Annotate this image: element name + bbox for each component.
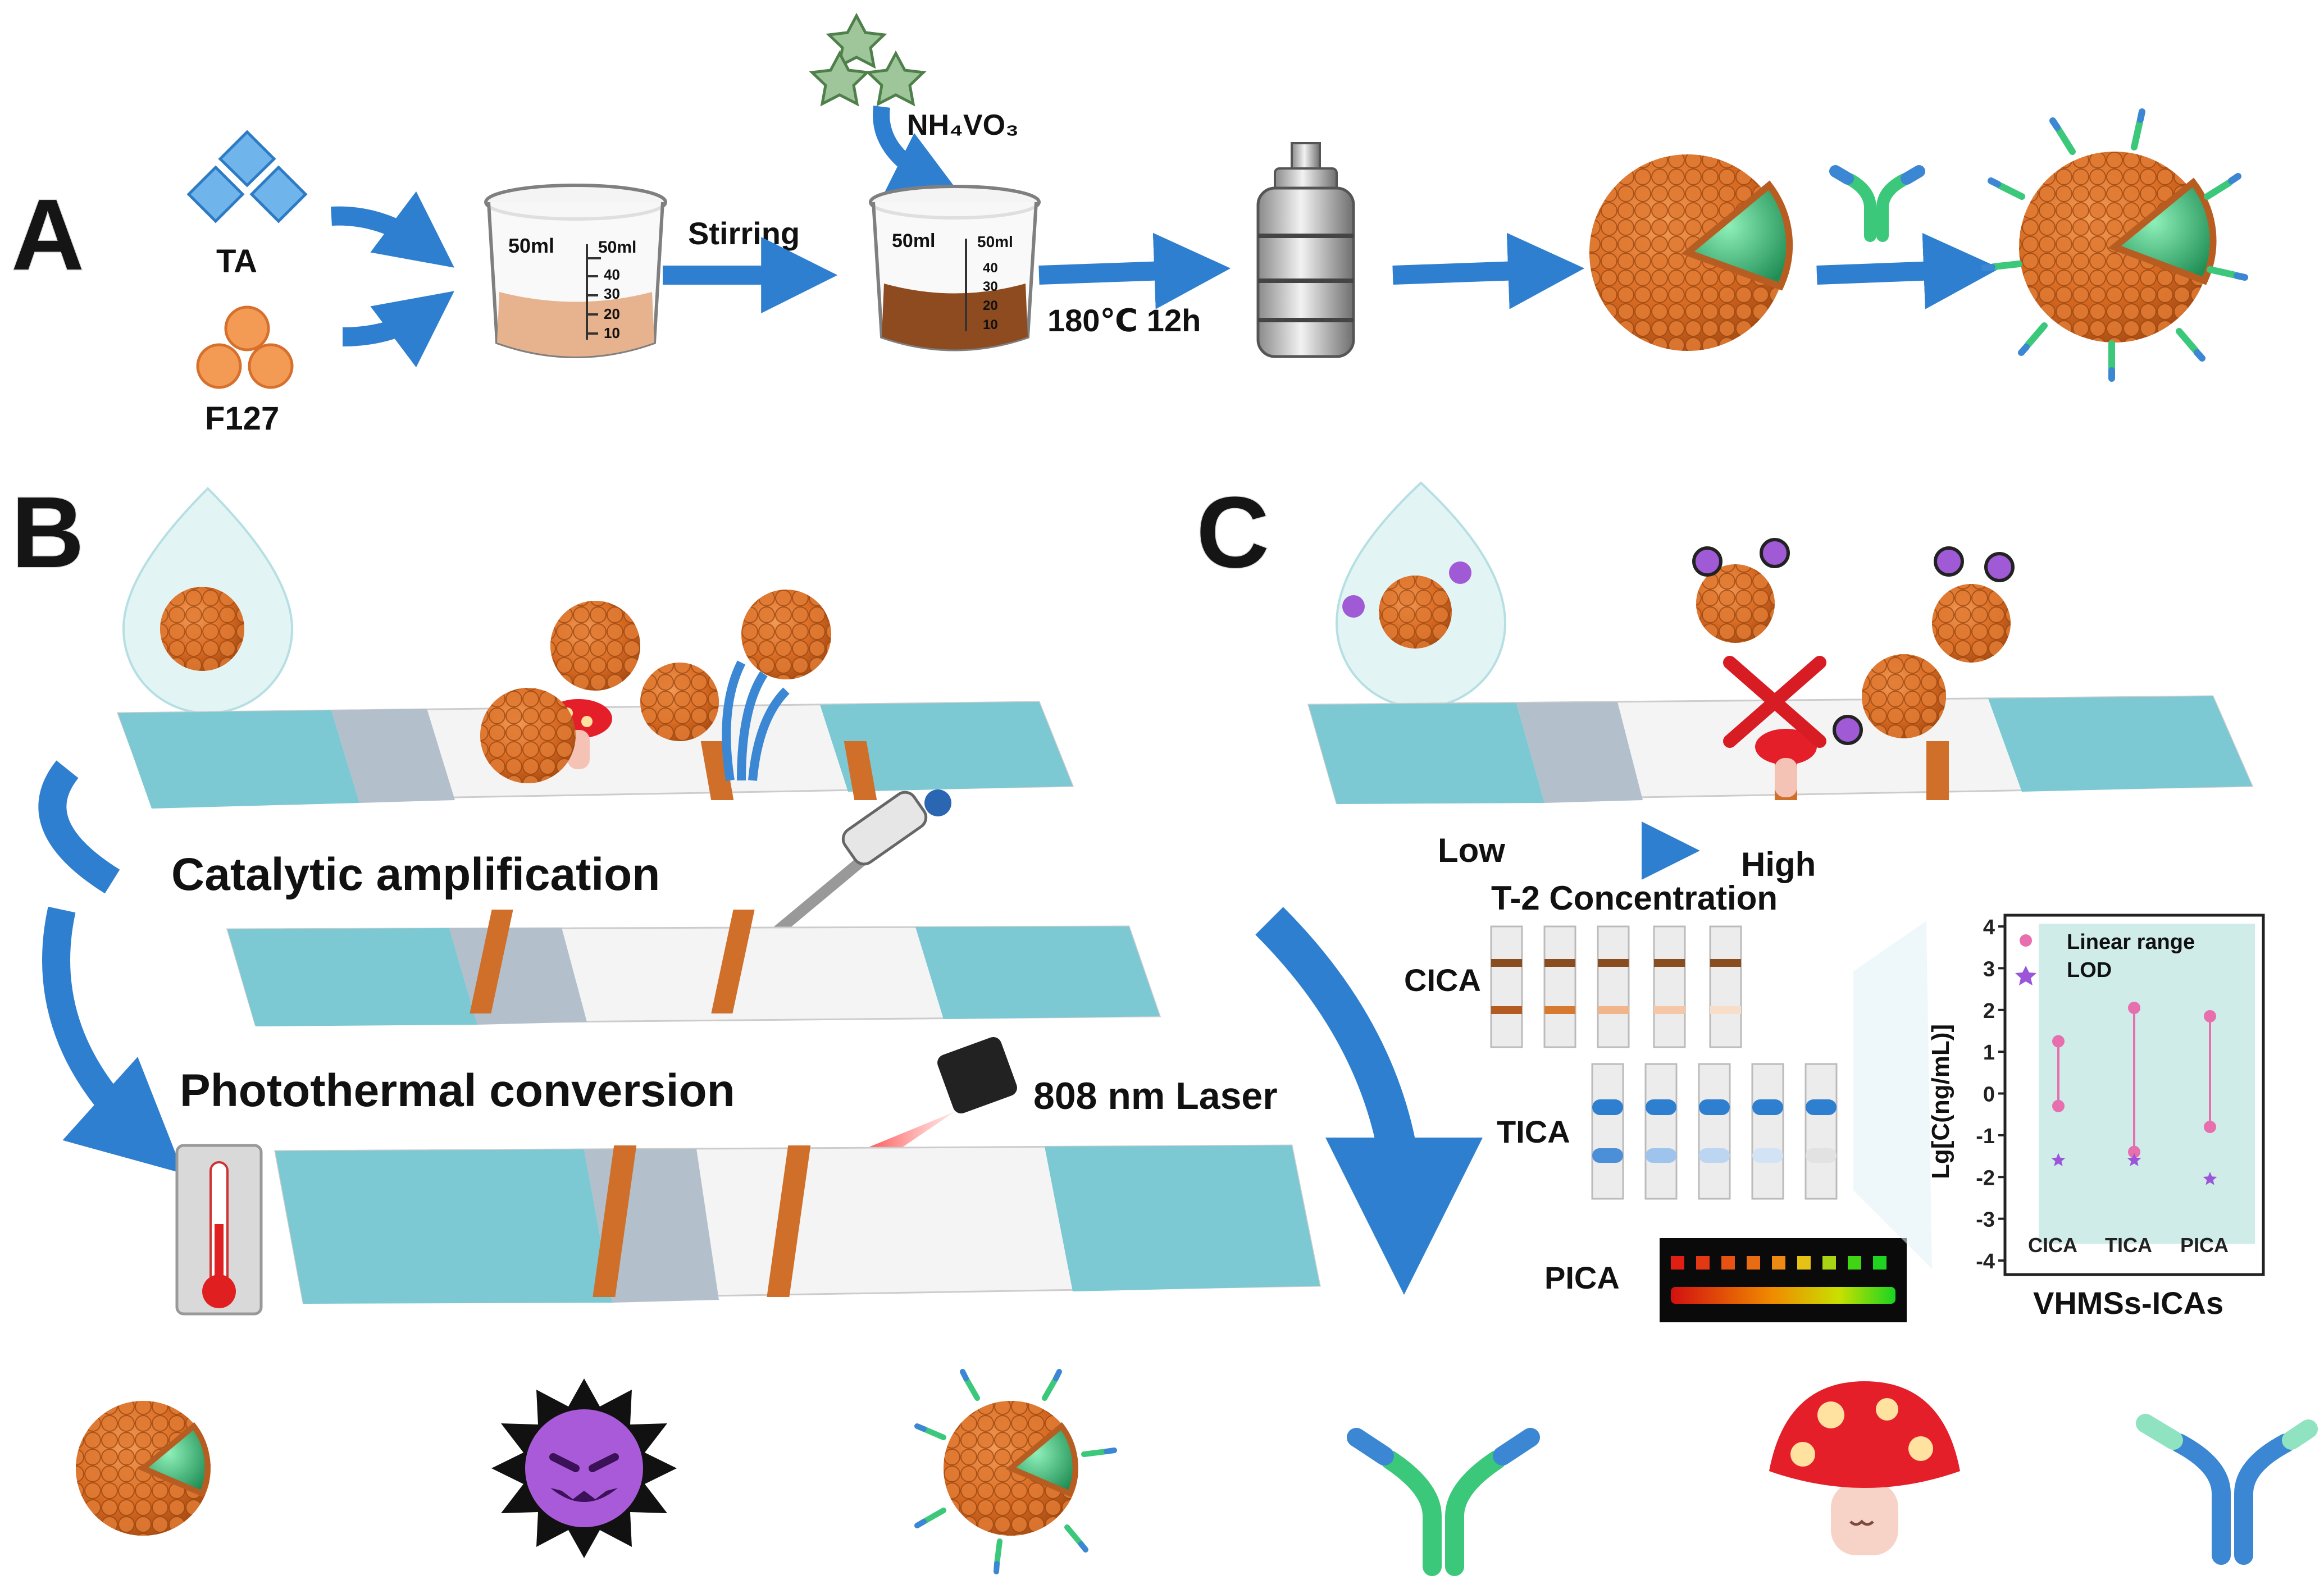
x-category-label-0: CICA [2028, 1234, 2077, 1257]
photothermal-conversion-label: Photothermal conversion [180, 1065, 735, 1116]
modified-sphere-icon [914, 1369, 1117, 1574]
reagent-arrow [873, 106, 960, 194]
chart-marks [2051, 1002, 2217, 1185]
beaker-1-tick-40: 40 [604, 266, 620, 283]
beaker-1-tick-20: 20 [604, 305, 620, 322]
beaker-2-tick-10: 10 [983, 317, 998, 332]
beaker-1-tick-30: 30 [604, 285, 620, 302]
antibody-icon [1347, 1428, 1540, 1576]
chart-ylabel: Lg[C(ng/mL)] [1927, 1024, 1954, 1179]
panel-label-b: B [11, 476, 84, 589]
y-tick-label-0: 4 [1983, 916, 1995, 939]
legend-linear-label: Linear range [2067, 930, 2195, 954]
y-tick-label-4: 0 [1983, 1083, 1995, 1107]
condition-label: 180℃ 12h [1047, 303, 1201, 338]
synthesis-arrow [1392, 232, 1585, 309]
pica-heat-strip [1660, 1238, 1907, 1322]
y-tick-label-1: 3 [1983, 957, 1995, 981]
blue-antibody-icon [2136, 1414, 2318, 1565]
thermometer-icon [175, 1144, 263, 1316]
test-strip-3 [274, 1144, 1321, 1304]
test-strip-1 [116, 701, 1074, 809]
pipette-icon [764, 789, 951, 943]
pica-row-label: PICA [1544, 1260, 1620, 1295]
diamond-cluster-icon [186, 130, 308, 223]
linear-range-upper-point-2 [2204, 1010, 2216, 1022]
sample-droplet-b [122, 487, 294, 714]
mushroom-icon [1769, 1381, 1960, 1555]
beaker-1: 50ml 50ml 40 30 20 10 [484, 184, 667, 358]
stirring-label: Stirring [688, 216, 800, 251]
concentration-label: T-2 Concentration [1491, 879, 1778, 917]
virus-icon [491, 1378, 677, 1558]
y-tick-label-5: -1 [1976, 1125, 1995, 1148]
legend-lod-label: LOD [2067, 958, 2112, 982]
x-category-label-1: TICA [2105, 1234, 2152, 1257]
sphere-icon [76, 1401, 211, 1536]
linear-range-lower-point-2 [2204, 1121, 2216, 1133]
x-category-label-2: PICA [2180, 1234, 2229, 1257]
linear-range-upper-point-0 [2052, 1035, 2065, 1048]
modified-sphere-icon-a [1981, 108, 2248, 382]
lod-point-2 [2203, 1172, 2217, 1185]
low-label: Low [1438, 832, 1505, 869]
f127-label: F127 [205, 400, 279, 437]
conjugation-arrow [1816, 232, 2001, 309]
star-cluster-icon [809, 12, 927, 107]
beaker-2-scale-top: 50ml [977, 233, 1013, 250]
beaker-2-tick-40: 40 [983, 261, 998, 276]
heating-arrow [1038, 232, 1231, 309]
y-tick-label-3: 1 [1983, 1041, 1995, 1065]
test-strip-2 [226, 910, 1161, 1026]
panel-label-a: A [11, 179, 84, 291]
bound-conjugates-c [1692, 538, 2015, 745]
catalytic-amplification-label: Catalytic amplification [171, 849, 660, 900]
hollow-sphere-icon [1589, 154, 1793, 351]
beaker-2-tick-20: 20 [983, 298, 998, 313]
ta-label: TA [216, 243, 257, 280]
beaker-1-label: 50ml [508, 234, 554, 257]
y-tick-label-6: -2 [1976, 1166, 1995, 1190]
conjugates-on-strip-b [480, 590, 831, 783]
beaker-2-tick-30: 30 [983, 279, 998, 294]
legend-linear-marker [2020, 934, 2032, 947]
sample-droplet-c [1335, 481, 1507, 709]
beaker-1-scale-top: 50ml [598, 238, 636, 257]
high-label: High [1741, 846, 1816, 883]
legend-lod-marker [2015, 966, 2036, 985]
linear-range-upper-point-1 [2128, 1002, 2140, 1015]
beaker-2: 50ml 50ml 40 30 20 10 [869, 185, 1041, 351]
chart-axes: 4 3 2 1 0 -1 -2 -3 -4 CICA TICA PICA [1976, 916, 2229, 1273]
merge-arrows [331, 191, 454, 368]
laser-label: 808 nm Laser [1033, 1075, 1278, 1117]
lod-point-1 [2127, 1153, 2141, 1166]
tica-strips [1591, 1063, 1838, 1200]
beaker-2-label: 50ml [892, 230, 936, 252]
y-tick-label-7: -3 [1976, 1208, 1995, 1232]
chart-xlabel: VHMSs-ICAs [2033, 1285, 2223, 1321]
cica-strips [1490, 925, 1742, 1048]
lod-point-0 [2051, 1153, 2066, 1166]
y-tick-label-2: 2 [1983, 999, 1995, 1023]
antibody-icon-a [1829, 165, 1925, 242]
tica-row-label: TICA [1497, 1114, 1570, 1149]
panel-label-c: C [1196, 476, 1269, 589]
inset-chart: 4 3 2 1 0 -1 -2 -3 -4 CICA TICA PICA Linear range L… [1853, 914, 2265, 1321]
workflow-arrow-b [38, 760, 146, 1140]
panel-c-arrow [1255, 907, 1483, 1295]
beaker-1-tick-10: 10 [604, 325, 620, 341]
linear-range-lower-point-1 [2128, 1145, 2140, 1158]
blocked-mushroom-c [1723, 656, 1826, 797]
autoclave-icon [1256, 142, 1355, 358]
linear-range-lower-point-0 [2052, 1099, 2065, 1112]
y-tick-label-8: -4 [1976, 1250, 1995, 1273]
reagent-label: NH₄VO₃ [907, 109, 1019, 141]
cica-row-label: CICA [1404, 962, 1481, 998]
sphere-trio-icon [196, 305, 294, 389]
